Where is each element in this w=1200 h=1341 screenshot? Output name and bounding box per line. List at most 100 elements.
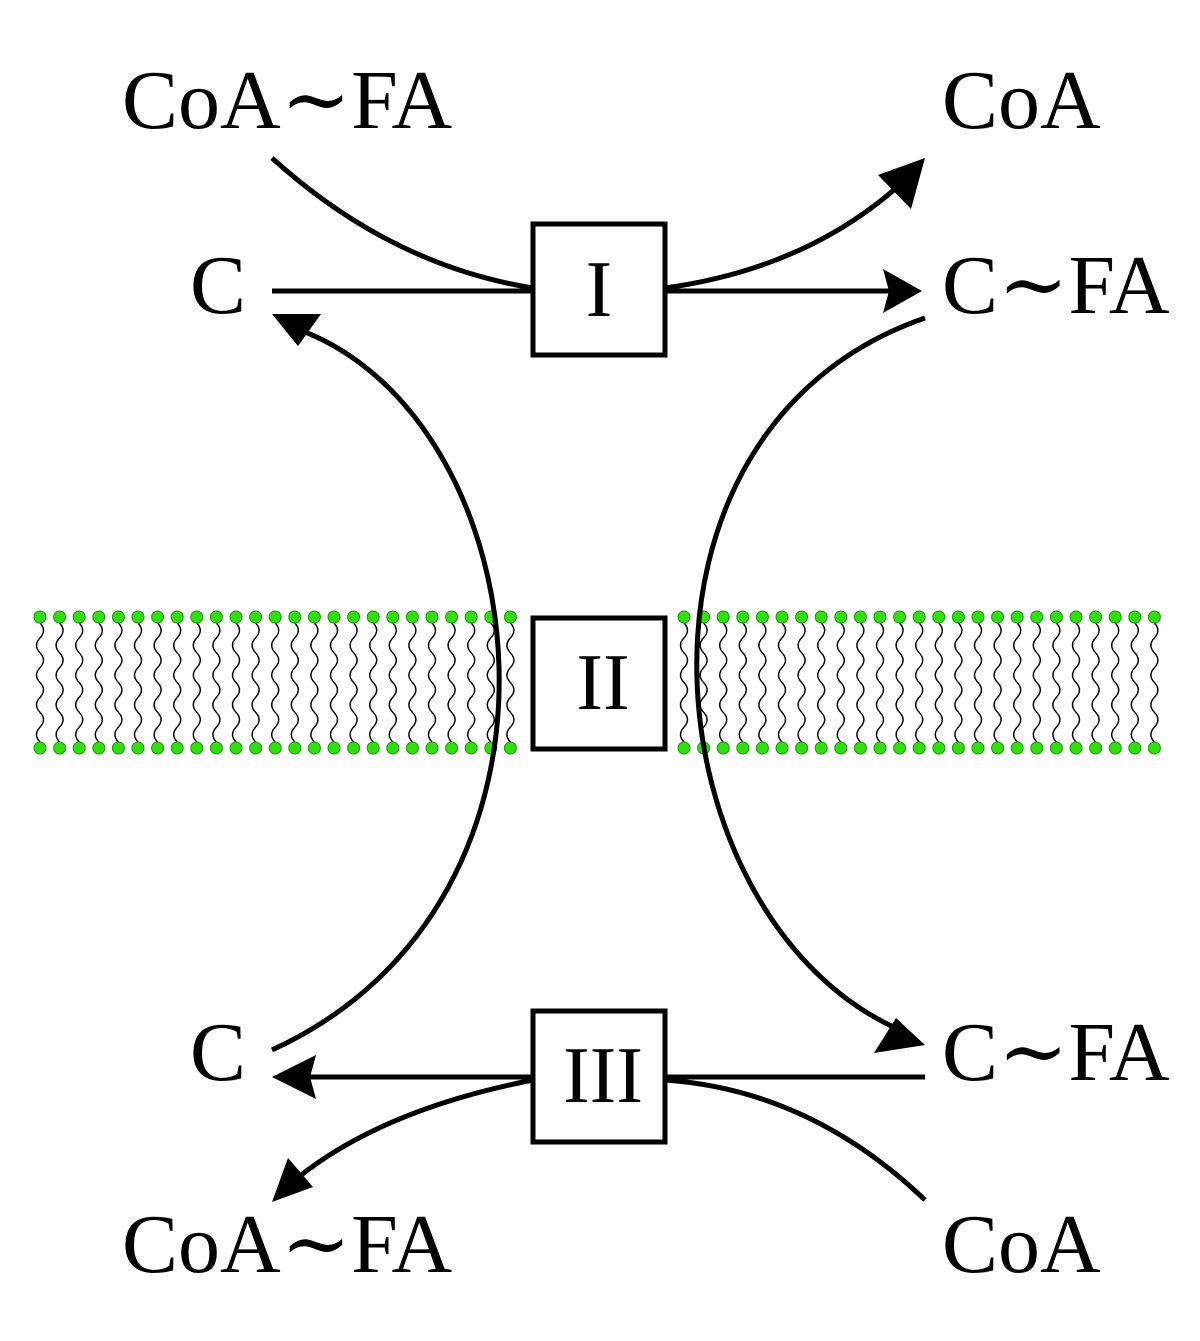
lipid-head (288, 741, 302, 755)
enzyme-box-3 (530, 1008, 668, 1145)
lipid-head (795, 741, 809, 755)
lipid-head (716, 610, 730, 624)
lipid-head (1128, 610, 1142, 624)
lipid-head (111, 610, 125, 624)
lipid-head (932, 610, 946, 624)
lipid-head (464, 610, 478, 624)
lipid-tail (856, 622, 865, 743)
lipid-tail (1091, 622, 1100, 743)
lipid-tail (1032, 622, 1041, 743)
enzyme-label-1: I (586, 246, 613, 334)
lipid-tail (349, 622, 358, 743)
lipid-tail (993, 622, 1002, 743)
lipid-tail (1052, 622, 1061, 743)
lipid-head (755, 610, 769, 624)
lipid-head (249, 610, 263, 624)
label-bottom-left-acyl-coa: CoA∼FA (122, 1198, 453, 1291)
lipid-head (1069, 741, 1083, 755)
label-lower-right-acylcarnitine: C∼FA (942, 1006, 1170, 1099)
lipid-head (951, 741, 965, 755)
arrow-carnitine-out-through-enzyme-2 (270, 327, 502, 1053)
label-top-left-acyl-coa: CoA∼FA (122, 54, 453, 147)
lipid-head (971, 741, 985, 755)
lipid-head (991, 741, 1005, 755)
lipid-head (893, 741, 907, 755)
lipid-head (893, 610, 907, 624)
lipid-tail (719, 622, 728, 743)
lipid-tail (310, 622, 319, 743)
lipid-head (736, 741, 750, 755)
lipid-tail (35, 622, 45, 743)
lipid-head (834, 610, 848, 624)
reaction-arrows (270, 156, 927, 1202)
lipid-head (92, 741, 106, 755)
lipid-head (445, 610, 459, 624)
lipid-head (92, 610, 106, 624)
lipid-head (307, 741, 321, 755)
arrowhead-to-coa-top (878, 158, 925, 209)
lipid-tail (271, 622, 280, 743)
lipid-tail (153, 622, 162, 743)
lipid-tail (133, 622, 143, 743)
lipid-head (853, 741, 867, 755)
lipid-tail (467, 622, 476, 743)
lipid-head (111, 741, 125, 755)
lipid-head (1089, 741, 1103, 755)
arrowhead-to-carnitine-bottom (272, 1055, 316, 1099)
arrowhead-to-coafa-bottom (272, 1158, 313, 1202)
arrow-acylcarnitine-in-through-enzyme-2 (694, 315, 926, 1033)
lipid-tail (94, 622, 103, 743)
lipid-head (1108, 741, 1122, 755)
lipid-head (755, 741, 769, 755)
lipid-head (72, 741, 86, 755)
lipid-head (170, 741, 184, 755)
lipid-head (1128, 741, 1142, 755)
lipid-head (736, 610, 750, 624)
lipid-tail (369, 622, 378, 743)
label-lower-left-carnitine: C (190, 1006, 246, 1099)
lipid-head (229, 610, 243, 624)
lipid-tail (738, 622, 747, 743)
lipid-head (814, 741, 828, 755)
lipid-head (386, 741, 400, 755)
lipid-head (190, 610, 204, 624)
arrow-enzyme-1-to-coa (664, 178, 907, 291)
lipid-head (912, 610, 926, 624)
lipid-head (677, 610, 691, 624)
lipid-tail (506, 622, 515, 743)
lipid-head (268, 741, 282, 755)
lipid-tail (173, 622, 182, 743)
lipid-head (151, 741, 165, 755)
lipid-tail (329, 622, 339, 743)
lipid-head (775, 741, 789, 755)
lipid-tail (408, 622, 417, 743)
lipid-head (131, 610, 145, 624)
lipid-head (775, 610, 789, 624)
label-bottom-right-coa: CoA (942, 1198, 1101, 1291)
lipid-tail (447, 622, 456, 743)
lipid-head (33, 741, 47, 755)
lipid-head (190, 741, 204, 755)
arrow-coafa-into-enzyme-1 (270, 156, 534, 291)
lipid-head (873, 741, 887, 755)
lipid-tail (290, 622, 299, 743)
lipid-head (873, 610, 887, 624)
lipid-head (814, 610, 828, 624)
lipid-tail (114, 622, 123, 743)
lipid-head (1147, 610, 1161, 624)
lipid-head (795, 610, 809, 624)
lipid-tail (55, 622, 64, 743)
arrowhead-to-acylcarnitine-bottom (874, 1018, 925, 1053)
label-upper-left-carnitine: C (190, 239, 246, 332)
enzyme-box-1 (530, 221, 668, 358)
lipid-tail (875, 622, 885, 743)
lipid-tail (231, 622, 241, 743)
lipid-tail (758, 622, 767, 743)
lipid-head (209, 610, 223, 624)
lipid-tail (679, 622, 689, 743)
lipid-head (249, 741, 263, 755)
lipid-head (386, 610, 400, 624)
lipid-tails (35, 622, 1159, 743)
lipid-head (503, 610, 517, 624)
lipid-tail (1013, 622, 1022, 743)
